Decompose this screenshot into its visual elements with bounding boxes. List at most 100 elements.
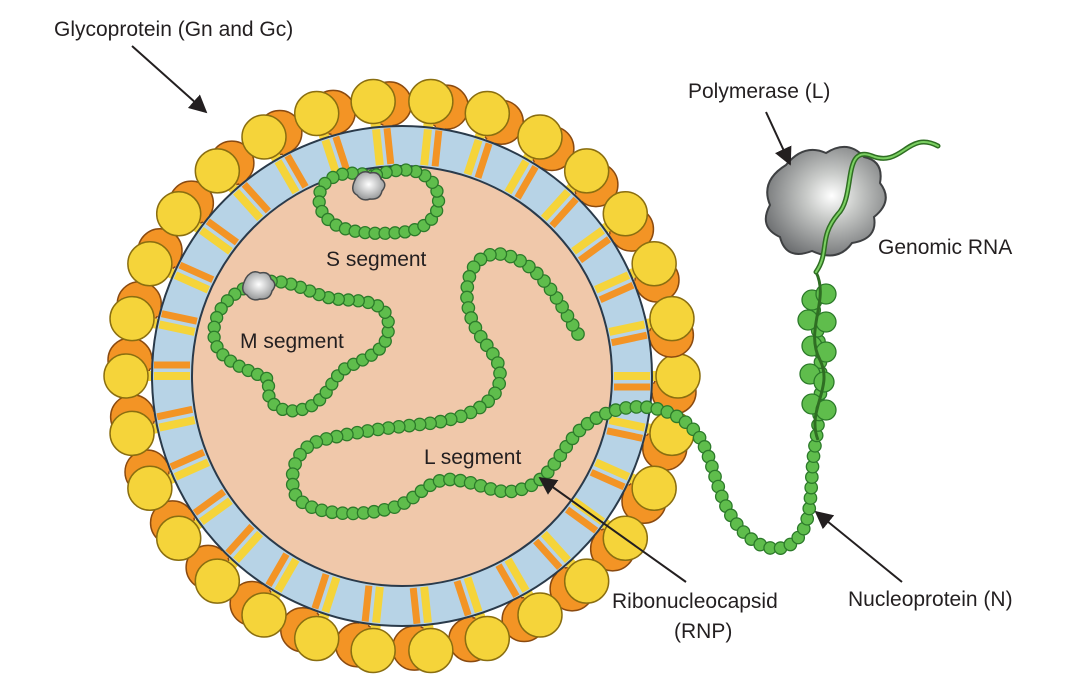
membrane-stem-gn [594,458,631,481]
membrane-stem-gc [409,587,421,625]
membrane-stem-gc [577,236,612,264]
membrane-stem-gc [610,331,648,347]
glycoprotein-gn-head [408,627,454,674]
membrane-stem-gc [598,281,635,304]
membrane-stem-gn [504,557,530,593]
arrow-icon [814,510,903,583]
label-nucleoprotein: Nucleoprotein (N) [848,588,1013,611]
membrane-stem-gn [594,271,631,294]
membrane-stem-gc [431,130,443,167]
membrane-stem-gn [321,576,341,614]
glycoprotein-gn-head [194,558,241,604]
membrane-stem-gn [571,226,605,255]
membrane-stem-gc [549,196,579,229]
label-m-segment: M segment [240,330,344,353]
pointer-arrows [131,45,903,583]
glycoprotein-gn-head [241,114,287,160]
membrane-stem-gn [321,138,341,176]
glycoprotein-gn-head [155,515,202,561]
glycoprotein-gn-head [103,353,149,399]
glycoprotein-gn-head [517,592,563,638]
membrane-stem-gn [372,586,384,624]
polymerase-s-segment-icon [352,171,386,201]
membrane-stem-gc [383,127,395,165]
arrow-icon [538,476,687,583]
nucleoprotein-tail [797,271,837,441]
glycoprotein-gn-head [293,90,340,137]
membrane-stem-gn [504,159,530,195]
membrane-stem-gc [589,469,626,491]
membrane-stem-gc [178,261,215,283]
membrane-stem-gc [205,218,240,246]
glycoprotein-gn-head [517,114,563,160]
membrane-stem-gc [474,142,493,179]
polymerase-blob-icon [764,146,887,257]
label-l-segment: L segment [424,446,521,469]
membrane-stem-gc [453,579,472,617]
membrane-stem-gn [420,586,432,624]
membrane-stem-gn [463,576,483,614]
membrane-stem-gn [233,189,264,222]
membrane-stem-gc [533,538,563,571]
glycoprotein-spikes [103,78,701,674]
glycoprotein-gn-head [464,615,511,662]
membrane-stem-gn [274,159,300,195]
glycoprotein-gn-head [655,353,701,399]
glycoprotein-stems [154,127,650,625]
glycoprotein-gn-head [563,558,610,604]
membrane-stem-gc [606,427,644,442]
membrane-stem-gc [284,153,309,189]
glycoprotein-gn-head [293,615,340,662]
membrane-stem-gn [199,226,233,255]
glycoprotein-gn-head [109,410,155,457]
polymerase-m-segment-icon [242,271,276,301]
genomic-rna-strand [813,139,941,275]
glycoprotein-gn-head [631,465,677,512]
glycoprotein-gn-head [563,148,610,194]
membrane-stem-gc [225,523,255,556]
label-ribonucleocapsid: Ribonucleocapsid [612,590,778,613]
membrane-stem-gn [608,320,646,336]
glycoprotein-gn-head [127,465,173,512]
glycoprotein-gn-head [194,148,241,194]
glycoprotein-gn-head [350,627,396,674]
glycoprotein-gn-head [127,240,173,287]
membrane-stem-gc [332,135,351,173]
label-rnp: (RNP) [674,620,732,643]
membrane-stem-gn [199,497,233,526]
membrane-stem-gc [160,310,198,325]
glycoprotein-gn-head [631,240,677,287]
membrane-stem-gn [463,138,483,176]
glycoprotein-gn-head [602,191,649,237]
label-genomic-rna: Genomic RNA [878,236,1012,259]
membrane-stem-gn [173,271,210,294]
membrane-stem-gn [420,128,432,166]
membrane-stem-gc [241,181,271,214]
membrane-stem-gc [156,405,194,421]
membrane-stem-gn [372,128,384,166]
label-polymerase: Polymerase (L) [688,80,830,103]
membrane-stem-gn [540,530,571,563]
membrane-stem-gn [540,189,571,222]
membrane-stem-gc [169,448,206,471]
glycoprotein-gn-head [464,90,511,137]
membrane-stem-gn [233,530,264,563]
membrane-stem-gn [274,557,300,593]
membrane-stem-gc [192,488,227,516]
glycoprotein-gn-head [241,592,287,638]
glycoprotein-gn-head [408,78,454,125]
membrane-stem-gc [514,164,539,200]
genomic-rna-through-rnp [813,271,826,441]
arrow-icon [765,111,792,166]
membrane-stem-gn [158,416,196,432]
glycoprotein-gn-head [155,191,202,237]
membrane-stem-gn [608,416,646,432]
glycoprotein-gn-head [649,295,695,342]
membrane-stem-gn [158,320,196,336]
membrane-stem-gn [173,458,210,481]
membrane-stem-gc [361,585,373,622]
membrane-stem-gc [311,573,330,610]
membrane-stem-gc [495,563,520,599]
nucleoprotein-bead [815,311,837,333]
